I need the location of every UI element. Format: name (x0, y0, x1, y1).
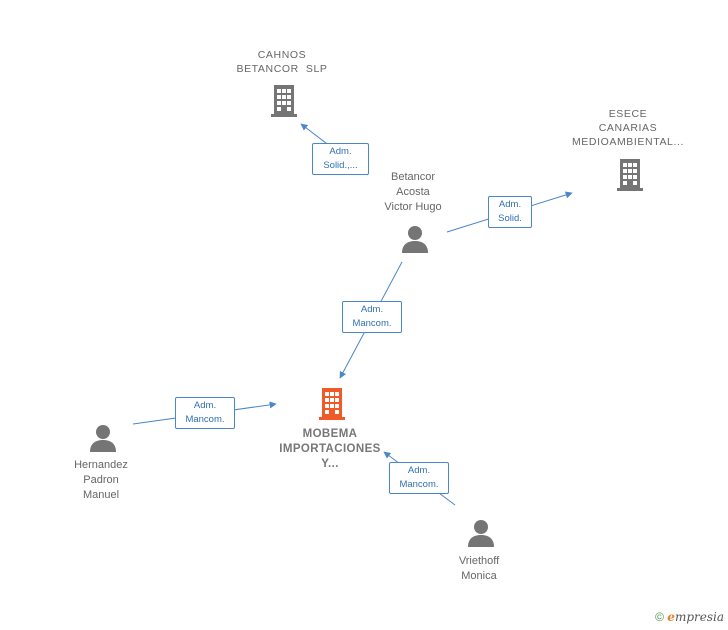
node-label-mobema[interactable]: MOBEMA IMPORTACIONES Y... (266, 427, 394, 472)
node-label-line: Vriethoff (458, 555, 500, 567)
edge-label-vriethoff-mobema[interactable]: Adm. Mancom. (389, 462, 449, 494)
node-label-line: Monica (461, 570, 497, 582)
brand-rest: mpresia (674, 610, 724, 624)
person-icon[interactable] (90, 425, 116, 452)
node-label-vriethoff[interactable]: Vriethoff Monica (433, 554, 525, 584)
edge-label-line: Mancom. (399, 479, 439, 490)
edge-label-line: Adm. (498, 199, 522, 210)
node-label-line: Manuel (82, 489, 120, 501)
person-icon[interactable] (468, 520, 494, 547)
node-label-line: BETANCOR SLP (236, 63, 328, 75)
node-label-line: CAHNOS (257, 49, 307, 61)
edge-label-betancor-cahnos[interactable]: Adm. Solid.,... (312, 143, 369, 175)
node-label-cahnos[interactable]: CAHNOS BETANCOR SLP (222, 48, 342, 76)
node-label-line: CANARIAS (598, 122, 658, 134)
edge-label-betancor-mobema[interactable]: Adm. Mancom. (342, 301, 402, 333)
edge-label-line: Adm. (360, 304, 384, 315)
node-label-betancor[interactable]: Betancor Acosta Victor Hugo (363, 170, 463, 215)
node-label-line: MEDIOAMBIENTAL... (571, 136, 685, 148)
edge-label-line: Solid.,... (323, 160, 358, 171)
node-label-line: Hernandez (74, 459, 128, 471)
node-label-line: ESECE (608, 108, 648, 120)
node-label-line: MOBEMA (302, 428, 358, 440)
node-label-line: Victor Hugo (384, 201, 442, 213)
edge-label-line: Adm. (193, 400, 217, 411)
main-building-icon[interactable] (319, 388, 345, 420)
brand-name: empresia (667, 610, 724, 624)
edge-label-betancor-esece[interactable]: Adm. Solid. (488, 196, 532, 228)
empresia-watermark: © empresia (655, 610, 724, 624)
copyright-symbol: © (655, 610, 664, 624)
edge-label-line: Adm. (407, 465, 431, 476)
edge-label-line: Adm. (329, 146, 352, 157)
brand-initial: e (667, 610, 675, 624)
node-label-line: Padron (83, 474, 119, 486)
node-label-esece[interactable]: ESECE CANARIAS MEDIOAMBIENTAL... (560, 107, 696, 149)
node-label-line: Y... (321, 458, 339, 470)
edge-label-line: Mancom. (352, 318, 392, 329)
edge-label-line: Mancom. (185, 414, 225, 425)
node-label-line: Betancor (390, 171, 436, 183)
node-label-line: Acosta (396, 186, 430, 198)
edge-label-hernandez-mobema[interactable]: Adm. Mancom. (175, 397, 235, 429)
building-icon[interactable] (617, 159, 643, 191)
edge-label-line: Solid. (498, 213, 522, 224)
person-icon[interactable] (402, 226, 428, 253)
node-label-hernandez[interactable]: Hernandez Padron Manuel (55, 458, 147, 503)
node-label-line: IMPORTACIONES (279, 443, 381, 455)
building-icon[interactable] (269, 83, 299, 118)
